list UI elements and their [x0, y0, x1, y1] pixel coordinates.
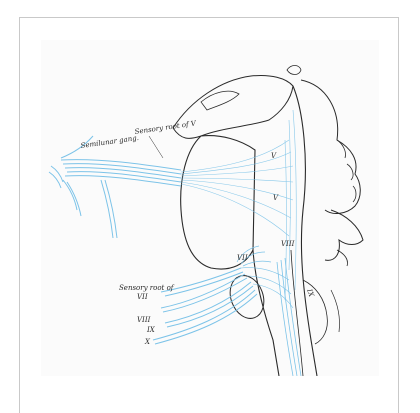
label-x: X	[144, 338, 151, 346]
anatomy-figure: Sensory root of V Semilunar gang. V V VI…	[41, 40, 379, 376]
label-vii-small: VII	[237, 254, 248, 262]
label-ix: IX	[146, 326, 156, 334]
brainstem-nerve-diagram: Sensory root of V Semilunar gang. V V VI…	[41, 40, 379, 376]
label-viii-small: VIII	[281, 240, 295, 248]
pons-outline	[181, 136, 255, 269]
label-sensory-root-vii: Sensory root of	[119, 284, 175, 292]
label-viii: VIII	[137, 316, 151, 324]
label-vii: VII	[137, 293, 148, 301]
